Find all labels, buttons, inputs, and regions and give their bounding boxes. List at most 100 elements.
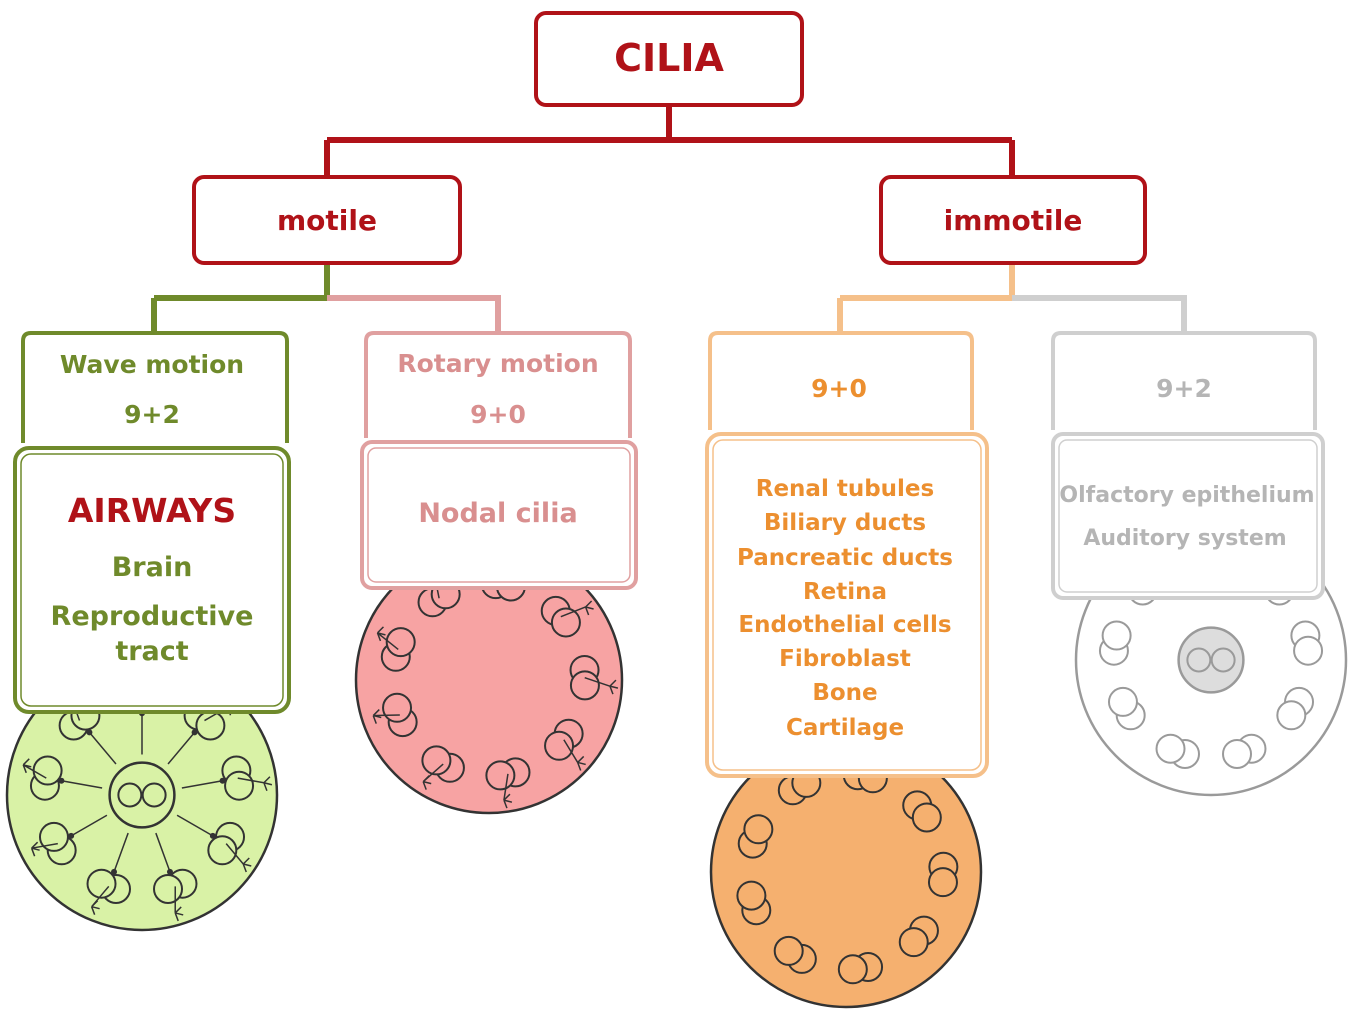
orange-locations-inner xyxy=(712,439,982,771)
xs-orange-doublet-6-b xyxy=(736,880,767,911)
xs-wave-central-tubule-b xyxy=(141,782,167,808)
cilia-box xyxy=(534,11,804,107)
xs-wave-spoke-head-5 xyxy=(111,868,118,875)
xs-wave-spoke-3 xyxy=(176,814,214,837)
xs-wave-dynein-arm-4 xyxy=(174,886,184,922)
xs-rotary-doublet-7-b xyxy=(385,627,416,658)
wave-location-tract: tract xyxy=(115,636,188,667)
xs-grey-doublet-5-b xyxy=(1155,733,1186,764)
xs-orange-doublet-7-b xyxy=(743,814,774,845)
grey-structure: 9+2 xyxy=(1156,374,1212,403)
xs-wave-central-tubule-a xyxy=(117,782,143,808)
xs-grey-central-tubule-b xyxy=(1210,647,1236,673)
xs-wave-spoke-4 xyxy=(155,832,171,873)
xs-rotary-dynein-arm-5 xyxy=(422,763,444,790)
grey-header-box xyxy=(1051,331,1317,430)
xs-wave-spoke-2 xyxy=(181,780,223,789)
xs-grey-doublet-7-b xyxy=(1101,620,1132,651)
orange-location-7: Cartilage xyxy=(786,715,904,741)
wave-primary-location: AIRWAYS xyxy=(68,491,236,530)
xs-wave-spoke-7 xyxy=(61,780,103,789)
grey-locations-inner xyxy=(1058,439,1318,593)
cilia-label: CILIA xyxy=(614,36,724,80)
xs-grey-central-tubule-a xyxy=(1186,647,1212,673)
xs-wave-spoke-head-6 xyxy=(68,832,75,839)
xs-grey-doublet-2-b xyxy=(1293,635,1324,666)
xs-grey-doublet-4-b xyxy=(1222,738,1253,769)
xs-wave-spoke-head-7 xyxy=(58,777,65,784)
xs-wave-doublet-3-b xyxy=(207,835,238,866)
orange-structure: 9+0 xyxy=(811,374,867,403)
xs-wave-spoke-1 xyxy=(167,731,196,765)
xs-rotary-doublet-6-b xyxy=(382,692,413,723)
xs-rotary-doublet-4-b xyxy=(485,760,516,791)
xs-wave-dynein-arm-5 xyxy=(90,885,110,915)
xs-wave-dynein-arm-7 xyxy=(22,758,47,779)
xs-orange-doublet-3-b xyxy=(898,927,929,958)
grey-location-1: Auditory system xyxy=(1083,526,1286,551)
rotary-structure: 9+0 xyxy=(470,400,526,429)
xs-orange-doublet-2-b xyxy=(927,867,958,898)
xs-wave-spoke-5 xyxy=(113,832,129,873)
grey-location-0: Olfactory epithelium xyxy=(1059,483,1314,508)
xs-wave-dynein-arm-2 xyxy=(237,776,273,792)
xs-wave-dynein-arm-3 xyxy=(225,843,252,873)
orange-location-3: Retina xyxy=(803,579,887,605)
xs-wave-central-sheath xyxy=(108,761,176,829)
xs-rotary-doublet-2-b xyxy=(569,670,600,701)
wave-location-brain: Brain xyxy=(112,552,193,583)
xs-wave-spoke-head-8 xyxy=(86,729,93,736)
motile-label: motile xyxy=(277,204,377,237)
wave-header-box xyxy=(21,331,289,443)
orange-locations-box xyxy=(705,432,989,778)
xs-wave-spoke-6 xyxy=(70,814,108,837)
wave-location-reproductive: Reproductive xyxy=(51,601,254,632)
xs-wave-doublet-1-b xyxy=(195,710,226,741)
xs-wave-doublet-5-b xyxy=(86,868,117,899)
xs-rotary-dynein-arm-1 xyxy=(560,600,594,618)
immotile-grey-connector xyxy=(1012,295,1187,333)
xs-wave-doublet-6-b xyxy=(38,821,69,852)
xs-rotary-dynein-arm-3 xyxy=(563,739,586,771)
xs-grey-doublet-6-b xyxy=(1107,686,1138,717)
wave-locations-box xyxy=(13,446,291,714)
orange-location-5: Fibroblast xyxy=(779,646,911,672)
xs-wave-doublet-7-b xyxy=(32,755,63,786)
orange-location-6: Bone xyxy=(812,680,877,706)
xs-wave-spoke-head-2 xyxy=(219,777,226,784)
motile-box xyxy=(192,175,462,265)
rotary-motion-cross-section xyxy=(354,545,624,815)
orange-header-box xyxy=(708,331,974,430)
motile-rotary-connector xyxy=(327,295,501,333)
rotary-location-nodal: Nodal cilia xyxy=(418,498,577,529)
xs-rotary-dynein-arm-2 xyxy=(584,676,619,695)
xs-wave-spoke-head-3 xyxy=(209,832,216,839)
xs-orange-doublet-4-b xyxy=(837,954,868,985)
xs-wave-doublet-4-b xyxy=(153,873,184,904)
immotile-orange-connector xyxy=(837,264,1015,333)
wave-title: Wave motion xyxy=(60,350,244,379)
rotary-locations-box xyxy=(360,440,638,590)
xs-wave-dynein-arm-6 xyxy=(30,841,58,857)
rotary-title: Rotary motion xyxy=(397,349,598,378)
wave-locations-inner xyxy=(20,453,284,707)
root-connector xyxy=(324,106,1015,177)
immotile-box xyxy=(879,175,1147,265)
xs-rotary-doublet-1-b xyxy=(550,607,581,638)
xs-rotary-doublet-5-b xyxy=(421,745,452,776)
xs-wave-spoke-head-1 xyxy=(191,729,198,736)
xs-wave-spoke-8 xyxy=(88,731,117,765)
orange-location-0: Renal tubules xyxy=(756,476,934,502)
orange-location-4: Endothelial cells xyxy=(738,612,951,638)
xs-wave-spoke-head-4 xyxy=(166,868,173,875)
xs-rotary-dynein-arm-6 xyxy=(372,709,400,724)
xs-grey-doublet-3-b xyxy=(1276,700,1307,731)
xs-orange-doublet-1-b xyxy=(911,802,942,833)
rotary-locations-inner xyxy=(367,447,631,583)
immotile-label: immotile xyxy=(944,204,1083,237)
grey-locations-box xyxy=(1051,432,1325,600)
xs-orange-doublet-5-b xyxy=(773,935,804,966)
xs-rotary-dynein-arm-7 xyxy=(376,626,399,651)
xs-rotary-doublet-3-b xyxy=(544,730,575,761)
